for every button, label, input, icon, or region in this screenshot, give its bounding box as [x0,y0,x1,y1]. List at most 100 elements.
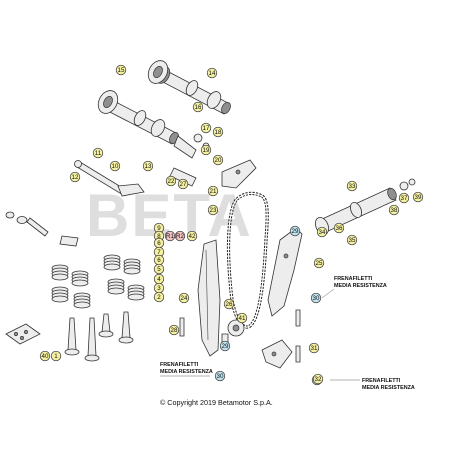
callout-label: 42 [189,233,196,240]
callout-label: 17 [203,125,210,132]
callout-label: 10 [112,163,119,170]
callout-28: 28 [168,324,180,336]
callout-label: 13 [145,163,152,170]
callout-circle [200,122,212,134]
callout-circle [177,178,189,190]
valve-springs-left [51,254,145,309]
callout-label: 34 [319,229,326,236]
callout-36: 36 [333,222,345,234]
fixed-chain-guide [197,239,221,357]
callout-26: 26 [223,298,235,310]
callout-circle [388,204,400,216]
callout-label: 1 [54,353,58,360]
callout-22: 22 [165,175,177,187]
threadlocker-note-3: FRENAFILETTI MEDIA RESISTENZA [330,378,415,391]
callout-16: 16 [192,101,204,113]
callout-label: 27 [180,181,187,188]
callout-circle [212,126,224,138]
callout-r2: R2 [174,230,186,242]
callout-13: 13 [142,160,154,172]
callout-label: 6 [157,257,161,264]
callout-label: 9 [157,225,161,232]
note-2-line2: MEDIA RESISTENZA [160,369,213,375]
callout-5: 5 [153,263,165,275]
callout-circle [412,191,424,203]
callout-r1: R1 [164,230,176,242]
callout-label: 41 [239,315,246,322]
callout-circle [153,291,165,303]
callout-circle [186,230,198,242]
callout-circle [219,340,231,352]
callout-circle [200,144,212,156]
callout-31: 31 [308,342,320,354]
note-2-line1: FRENAFILETTI [160,362,199,368]
callout-label: 23 [210,207,217,214]
callout-label: 31 [311,345,318,352]
callout-circle [109,160,121,172]
chain-guide-bracket [221,159,257,189]
callout-label: 12 [72,174,79,181]
callout-21: 21 [207,185,219,197]
crank-sprocket [227,319,245,337]
callout-label: 11 [95,150,102,157]
callout-circle [313,257,325,269]
callout-circle [212,154,224,166]
callout-33: 33 [346,180,358,192]
callout-6: 6 [153,254,165,266]
callout-circle [207,204,219,216]
callout-label: R1 [166,233,174,240]
callout-label: 28 [171,327,178,334]
callout-label: 40 [42,353,49,360]
threadlocker-note-1: FRENAFILETTI MEDIA RESISTENZA [321,276,387,299]
callout-17: 17 [200,122,212,134]
callout-29: 29 [219,340,231,352]
callout-29: 29 [289,225,301,237]
callout-label: 5 [157,266,161,273]
rocker-arm [117,183,145,197]
lower-tensioner-bracket [261,339,293,369]
callout-circle [207,185,219,197]
callout-circle [312,373,324,385]
note-3-line2: MEDIA RESISTENZA [362,385,415,391]
valves [64,311,134,362]
callout-10: 10 [109,160,121,172]
callout-27: 27 [177,178,189,190]
callout-11: 11 [92,147,104,159]
valve-seal-kit [5,323,41,345]
tensioner-plunger [315,178,416,235]
callout-label: 35 [349,237,356,244]
callout-25: 25 [313,257,325,269]
callout-15: 15 [115,64,127,76]
callout-label: 29 [222,343,229,350]
callout-35: 35 [346,234,358,246]
callout-label: 22 [168,178,175,185]
callout-label: 6 [157,240,161,247]
callout-38: 38 [388,204,400,216]
chain-tensioner-blade [267,227,303,317]
callout-circle [115,64,127,76]
callout-label: 4 [157,276,161,283]
callout-circle [308,342,320,354]
callout-label: 26 [226,301,233,308]
callout-34: 34 [316,226,328,238]
callout-circle [333,222,345,234]
note-1-line2: MEDIA RESISTENZA [334,283,387,289]
callout-label: 20 [215,157,222,164]
camshaft-bearing-top [147,60,169,84]
callout-label: 32 [315,376,322,383]
callout-18: 18 [212,126,224,138]
callout-6: 6 [153,237,165,249]
callout-1: 1 [50,350,62,362]
callout-label: 14 [209,70,216,77]
callout-label: 24 [181,295,188,302]
callout-circle [168,324,180,336]
callout-label: 36 [336,225,343,232]
callout-label: 16 [195,104,202,111]
callout-39: 39 [412,191,424,203]
callout-circle [223,298,235,310]
callout-label: 29 [292,228,299,235]
callout-label: R2 [176,233,184,240]
callout-circle [346,234,358,246]
